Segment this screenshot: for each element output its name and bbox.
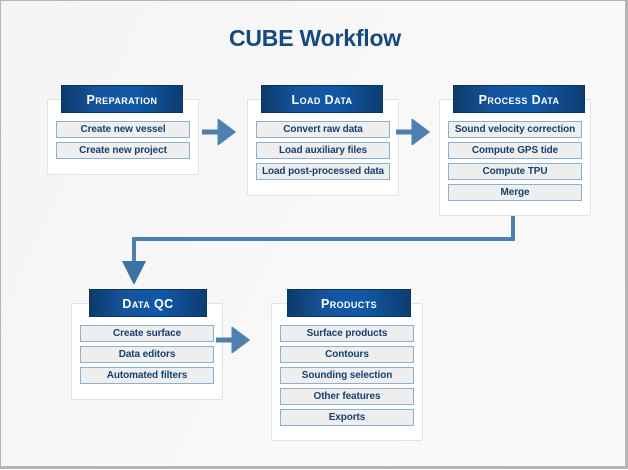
group-items: Convert raw data Load auxiliary files Lo… [256, 121, 390, 180]
group-items: Surface products Contours Sounding selec… [280, 325, 414, 426]
group-preparation: Preparation Create new vessel Create new… [47, 85, 199, 175]
item-sounding-selection[interactable]: Sounding selection [280, 367, 414, 384]
item-data-editors[interactable]: Data editors [80, 346, 214, 363]
item-load-auxiliary-files[interactable]: Load auxiliary files [256, 142, 390, 159]
item-automated-filters[interactable]: Automated filters [80, 367, 214, 384]
arrow-right-icon-data-qc-to-products [216, 327, 251, 353]
elbow-arrow-down-icon-process-data-to-data-qc [122, 216, 515, 285]
group-header-preparation: Preparation [61, 85, 183, 113]
item-compute-tpu[interactable]: Compute TPU [448, 163, 582, 180]
item-other-features[interactable]: Other features [280, 388, 414, 405]
group-items: Create new vessel Create new project [56, 121, 190, 159]
group-process-data: Process Data Sound velocity correction C… [439, 85, 591, 216]
item-exports[interactable]: Exports [280, 409, 414, 426]
group-data-qc: Data QC Create surface Data editors Auto… [71, 289, 223, 400]
group-header-data-qc: Data QC [89, 289, 207, 317]
item-sound-velocity-correction[interactable]: Sound velocity correction [448, 121, 582, 138]
item-create-new-vessel[interactable]: Create new vessel [56, 121, 190, 138]
group-products: Products Surface products Contours Sound… [271, 289, 423, 441]
page-title: CUBE Workflow [228, 25, 402, 51]
arrow-right-icon-preparation-to-load-data [202, 119, 237, 145]
item-convert-raw-data[interactable]: Convert raw data [256, 121, 390, 138]
group-load-data: Load Data Convert raw data Load auxiliar… [247, 85, 399, 196]
group-items: Sound velocity correction Compute GPS ti… [448, 121, 582, 201]
item-surface-products[interactable]: Surface products [280, 325, 414, 342]
item-merge[interactable]: Merge [448, 184, 582, 201]
item-compute-gps-tide[interactable]: Compute GPS tide [448, 142, 582, 159]
group-header-products: Products [287, 289, 411, 317]
group-items: Create surface Data editors Automated fi… [80, 325, 214, 384]
group-header-process-data: Process Data [453, 85, 585, 113]
item-load-post-processed-data[interactable]: Load post-processed data [256, 163, 390, 180]
item-create-surface[interactable]: Create surface [80, 325, 214, 342]
arrow-right-icon-load-data-to-process-data [396, 119, 431, 145]
group-header-load-data: Load Data [261, 85, 383, 113]
item-create-new-project[interactable]: Create new project [56, 142, 190, 159]
item-contours[interactable]: Contours [280, 346, 414, 363]
